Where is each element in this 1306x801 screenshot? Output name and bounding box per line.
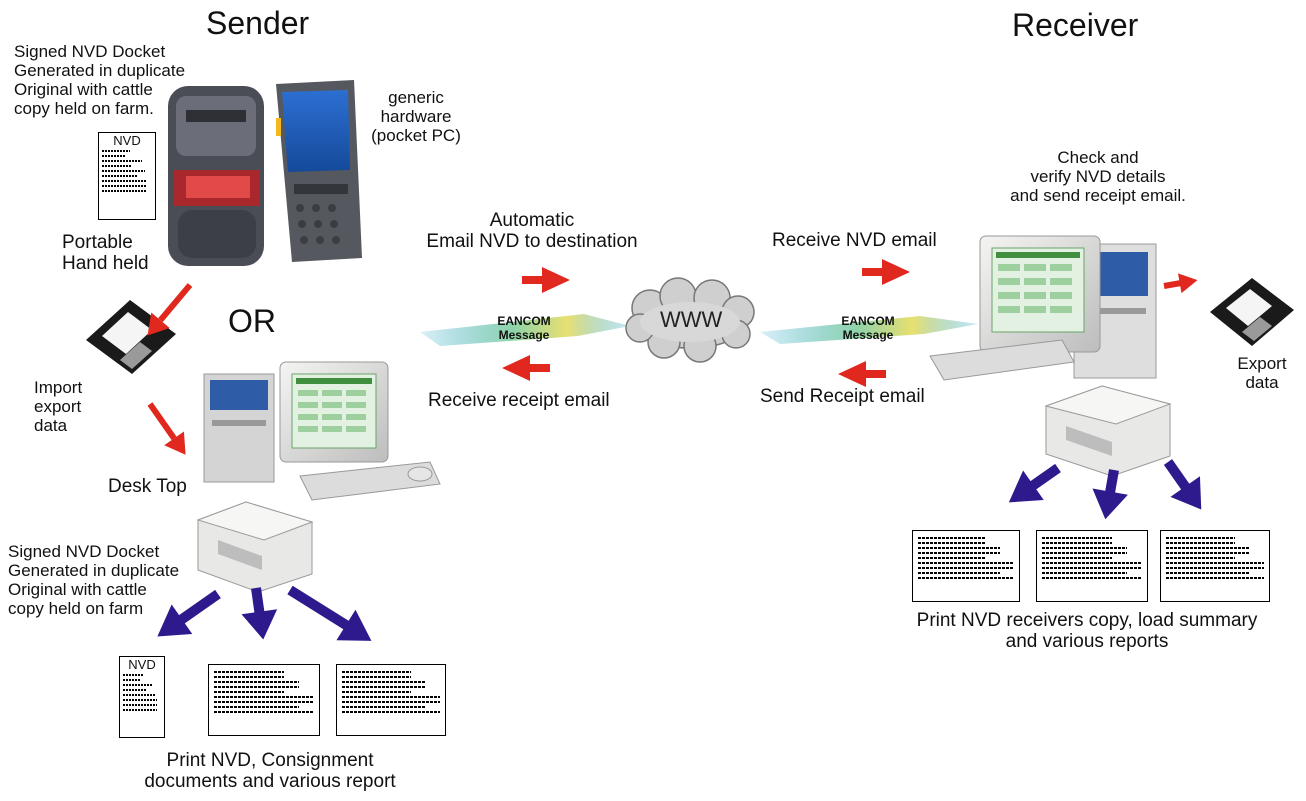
desktop-computer-icon-receiver: [929, 235, 1157, 381]
import-export-label: Import export data: [34, 378, 83, 436]
nvd-document-bottom: NVD: [119, 656, 165, 738]
laser-printer-icon-sender: [196, 501, 314, 593]
arrow-receive-receipt: [502, 355, 550, 381]
blue-arrows: [157, 459, 1202, 641]
desk-top-label: Desk Top: [108, 476, 187, 497]
nvd-document-title: NVD: [128, 657, 156, 672]
send-receipt-email-label: Send Receipt email: [760, 386, 925, 407]
nvd-document-title: NVD: [113, 133, 141, 148]
arrow-send-receipt: [838, 361, 886, 387]
portable-label: Portable Hand held: [62, 232, 149, 275]
receive-receipt-label: Receive receipt email: [428, 390, 610, 411]
eancom-beam-left: [420, 314, 630, 346]
arrow-floppy-to-desktop: [147, 402, 186, 455]
red-arrows: [147, 259, 1198, 455]
eancom-beam-right: [760, 316, 978, 344]
automatic-email-label: Automatic Email NVD to destination: [426, 210, 638, 253]
sender-print-caption: Print NVD, Consignment documents and var…: [144, 750, 396, 793]
desktop-computer-icon-sender: [203, 361, 441, 501]
arrow-print-report1-receiver: [1008, 463, 1061, 503]
export-data-label: Export data: [1237, 354, 1287, 393]
check-verify-label: Check and verify NVD details and send re…: [1010, 148, 1186, 206]
arrow-print-report1-sender: [241, 587, 278, 640]
report-document: [1160, 530, 1270, 602]
report-document: [1036, 530, 1148, 602]
receiver-heading: Receiver: [1012, 7, 1139, 43]
arrow-export: [1163, 273, 1198, 294]
receive-nvd-email-label: Receive NVD email: [772, 230, 937, 251]
arrow-send-nvd-email: [522, 267, 570, 293]
arrow-print-report2-sender: [287, 585, 372, 641]
signed-docket-label-bottom: Signed NVD Docket Generated in duplicate…: [8, 542, 180, 619]
report-document: [336, 664, 446, 736]
arrow-print-report2-receiver: [1092, 469, 1128, 520]
eancom-message-right: EANCOM Message: [841, 314, 895, 342]
www-label: WWW: [660, 307, 723, 332]
pocket-pc-icon: [276, 80, 362, 262]
arrow-print-nvd-sender: [157, 589, 221, 637]
floppy-disk-icon-right: [1210, 278, 1294, 346]
laser-printer-icon-receiver: [1044, 385, 1172, 477]
receiver-print-caption: Print NVD receivers copy, load summary a…: [916, 610, 1258, 653]
nvd-document-top: NVD: [98, 132, 156, 220]
report-document: [912, 530, 1020, 602]
arrow-print-report3-receiver: [1163, 459, 1202, 510]
arrow-receive-nvd: [862, 259, 910, 285]
portable-printer-icon: [168, 86, 264, 266]
arrow-portable-to-floppy: [147, 283, 193, 336]
eancom-message-left: EANCOM Message: [497, 314, 551, 342]
cloud-core: [640, 302, 740, 342]
floppy-disk-icon-left: [86, 300, 176, 374]
or-label: OR: [228, 303, 276, 339]
report-document: [208, 664, 320, 736]
generic-hardware-label: generic hardware (pocket PC): [371, 88, 461, 146]
sender-heading: Sender: [206, 5, 310, 41]
signed-docket-label-top: Signed NVD Docket Generated in duplicate…: [14, 42, 186, 119]
